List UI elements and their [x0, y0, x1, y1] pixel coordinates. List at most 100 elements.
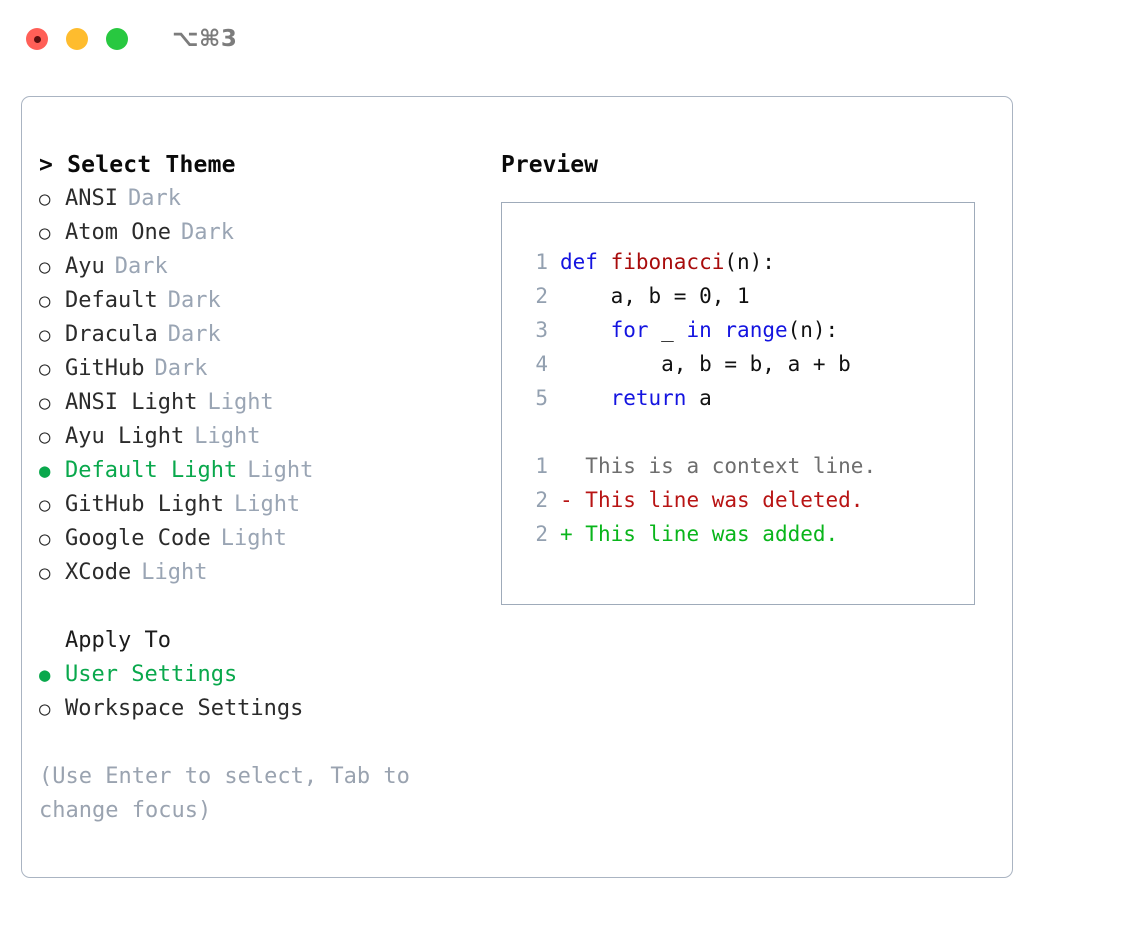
radio-unselected-icon: ○	[39, 698, 51, 720]
theme-option-label: GitHub	[65, 356, 145, 381]
radio-selected-icon: ●	[39, 664, 51, 686]
radio-unselected-icon: ○	[39, 528, 51, 550]
code-token: a, b = b, a + b	[560, 352, 851, 376]
theme-option-ansi[interactable]: ○ ANSI Dark	[39, 182, 492, 216]
line-number: 1	[535, 454, 548, 478]
code-line: 5 return a	[522, 381, 974, 415]
line-number: 1	[535, 250, 548, 274]
code-line: 4 a, b = b, a + b	[522, 347, 974, 381]
code-token	[712, 318, 725, 342]
theme-option-label: Google Code	[65, 526, 211, 551]
hint-spacer	[39, 726, 492, 760]
theme-option-default[interactable]: ○ Default Dark	[39, 284, 492, 318]
theme-option-tag: Dark	[180, 220, 234, 245]
theme-option-label: ANSI Light	[65, 390, 198, 415]
theme-option-tag: Dark	[167, 288, 221, 313]
code-token	[560, 318, 611, 342]
code-token: for	[610, 318, 649, 342]
apply-to-option-user-settings[interactable]: ● User Settings	[39, 658, 492, 692]
code-token: (n):	[724, 250, 775, 274]
line-number: 4	[535, 352, 548, 376]
theme-option-label: Ayu	[65, 254, 105, 279]
line-number: 3	[535, 318, 548, 342]
code-line: 1 def fibonacci(n):	[522, 245, 974, 279]
theme-option-dracula[interactable]: ○ Dracula Dark	[39, 318, 492, 352]
radio-unselected-icon: ○	[39, 494, 51, 516]
radio-unselected-icon: ○	[39, 562, 51, 584]
code-token: fibonacci	[610, 250, 725, 274]
theme-option-label: Atom One	[65, 220, 171, 245]
diff-text: This line was added.	[585, 522, 839, 546]
radio-unselected-icon: ○	[39, 426, 51, 448]
theme-option-tag: Dark	[114, 254, 168, 279]
keyboard-shortcut-label: ⌥⌘3	[172, 26, 238, 52]
line-number: 5	[535, 386, 548, 410]
diff-text: This is a context line.	[585, 454, 877, 478]
theme-option-tag: Light	[233, 492, 301, 517]
apply-to-option-list: ● User Settings ○ Workspace Settings	[39, 658, 492, 726]
code-token: return	[610, 386, 687, 410]
code-line-content: for _ in range(n):	[560, 313, 839, 347]
window-controls	[26, 28, 128, 50]
diff-line: 2- This line was deleted.	[522, 483, 974, 517]
close-button[interactable]	[26, 28, 48, 50]
code-token	[560, 386, 611, 410]
theme-option-label: Dracula	[65, 322, 158, 347]
code-token: a	[686, 386, 712, 410]
apply-to-option-label: Workspace Settings	[65, 696, 304, 721]
radio-unselected-icon: ○	[39, 188, 51, 210]
code-line-content: a, b = b, a + b	[560, 347, 851, 381]
theme-option-label: Default	[65, 288, 158, 313]
keyboard-hint-text: (Use Enter to select, Tab to change focu…	[39, 764, 424, 823]
theme-option-label: Ayu Light	[65, 424, 185, 449]
line-number: 2	[535, 284, 548, 308]
theme-option-tag: Light	[194, 424, 261, 449]
code-token: (n):	[787, 318, 839, 342]
code-line: 3 for _ in range(n):	[522, 313, 974, 347]
code-line-content: a, b = 0, 1	[560, 279, 750, 313]
radio-unselected-icon: ○	[39, 324, 51, 346]
preview-heading: Preview	[501, 152, 598, 178]
radio-unselected-icon: ○	[39, 358, 51, 380]
radio-selected-icon: ●	[39, 460, 51, 482]
title-bar: ⌥⌘3	[0, 0, 1140, 78]
code-token: _	[648, 318, 687, 342]
theme-option-tag: Light	[247, 458, 314, 483]
theme-option-tag: Light	[141, 560, 208, 585]
theme-option-tag: Light	[207, 390, 274, 415]
diff-marker: -	[560, 488, 586, 512]
select-theme-heading: > Select Theme	[39, 152, 236, 178]
radio-unselected-icon: ○	[39, 290, 51, 312]
code-line-content: def fibonacci(n):	[560, 245, 775, 279]
diff-line: 1 This is a context line.	[522, 449, 974, 483]
theme-option-tag: Dark	[127, 186, 181, 211]
theme-option-label: GitHub Light	[65, 492, 224, 517]
theme-option-ayu-light[interactable]: ○ Ayu Light Light	[39, 420, 492, 454]
line-number: 2	[535, 488, 548, 512]
section-spacer	[39, 590, 492, 624]
minimize-button[interactable]	[66, 28, 88, 50]
apply-to-heading: Apply To	[65, 628, 171, 653]
apply-to-option-workspace-settings[interactable]: ○ Workspace Settings	[39, 692, 492, 726]
apply-to-option-label: User Settings	[65, 662, 238, 687]
theme-option-github-light[interactable]: ○ GitHub Light Light	[39, 488, 492, 522]
radio-unselected-icon: ○	[39, 256, 51, 278]
theme-option-label: ANSI	[65, 186, 118, 211]
theme-option-tag: Dark	[167, 322, 221, 347]
theme-option-ayu[interactable]: ○ Ayu Dark	[39, 250, 492, 284]
code-token: def	[560, 250, 611, 274]
diff-marker	[560, 449, 585, 483]
maximize-button[interactable]	[106, 28, 128, 50]
